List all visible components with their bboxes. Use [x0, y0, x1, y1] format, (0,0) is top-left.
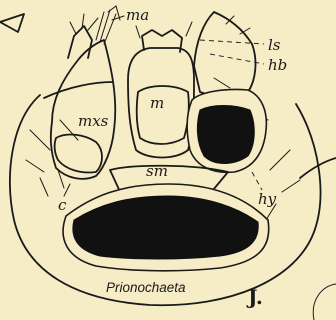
- leader-ls: [200, 40, 264, 44]
- label-sm: sm: [146, 162, 168, 180]
- adjacent-panel-fragment-bottom: [313, 284, 336, 320]
- label-ma: ma: [126, 6, 149, 24]
- ligula-outline: [194, 12, 255, 97]
- label-hy: hy: [258, 190, 277, 208]
- label-ls: ls: [268, 36, 281, 54]
- mandible-teeth: [96, 10, 116, 44]
- leader-c: [64, 184, 70, 196]
- leader-ma: [112, 16, 124, 20]
- label-mxs: mxs: [78, 112, 109, 130]
- ligula-setae: [226, 16, 250, 34]
- maxilla-setae: [70, 14, 98, 34]
- panel-letter: J.: [246, 285, 263, 309]
- figure-caption: Prionochaeta: [106, 280, 186, 295]
- maxilla-palp: [68, 26, 92, 58]
- maxilla-outline: [51, 40, 115, 179]
- adjacent-panel-fragment-left: [0, 14, 24, 32]
- hypopharynx-lobe: [197, 106, 254, 164]
- label-c: c: [58, 196, 67, 214]
- label-hb: hb: [268, 56, 287, 74]
- label-m: m: [150, 94, 164, 112]
- head-capsule-inner-rim: [44, 82, 112, 98]
- leader-hy: [252, 172, 262, 190]
